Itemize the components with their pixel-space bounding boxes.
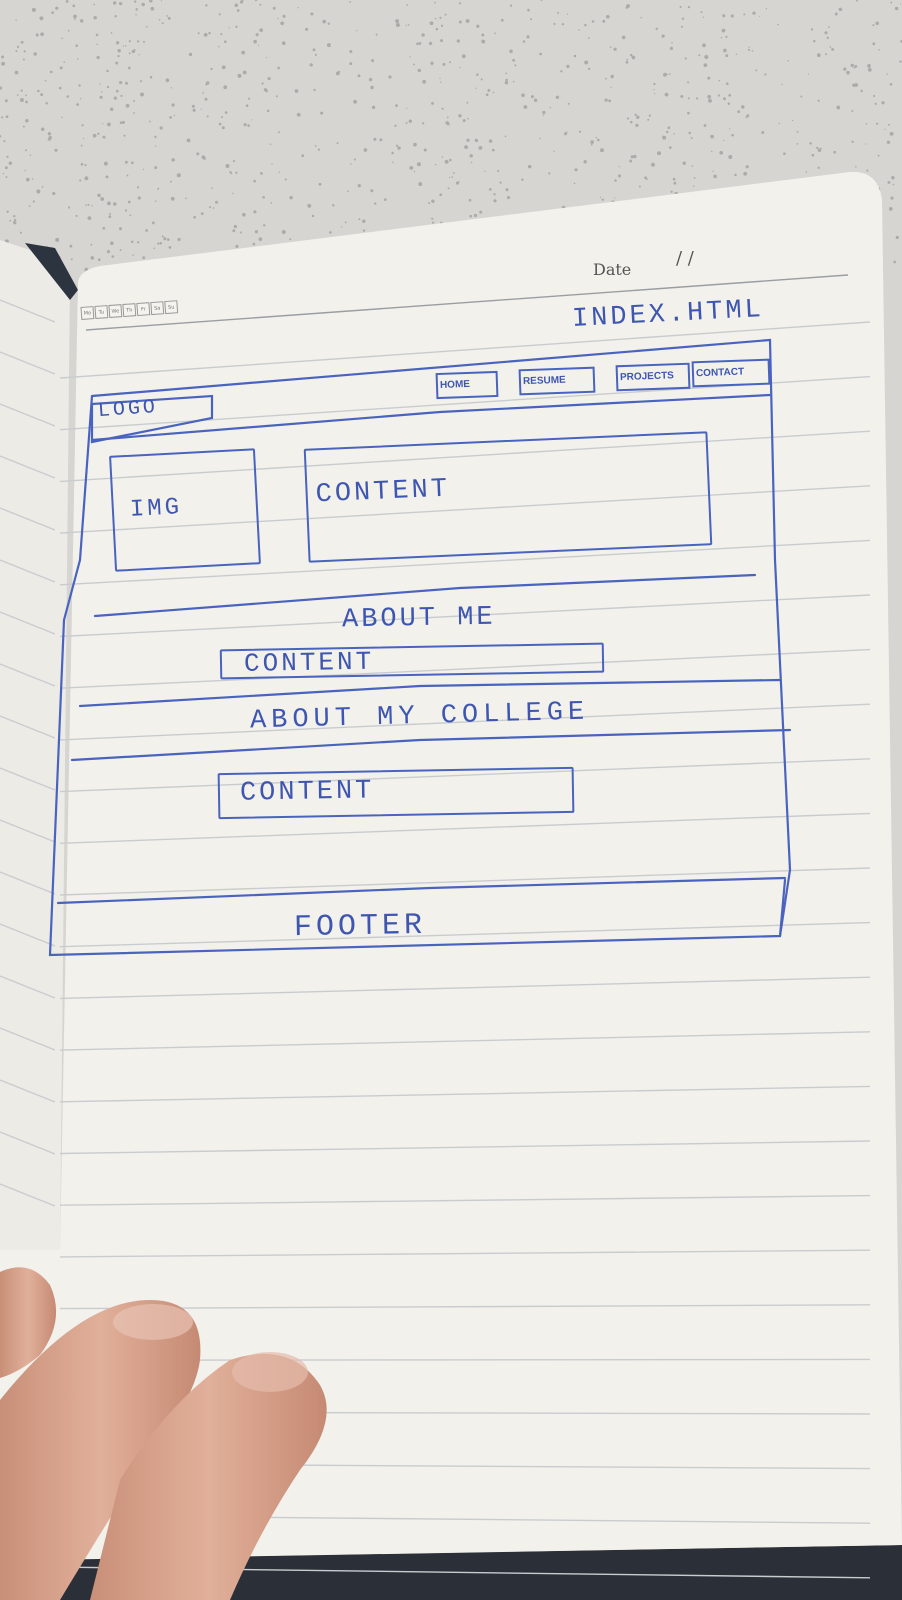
footer-divider	[56, 876, 787, 905]
finger-2	[0, 1300, 201, 1600]
date-label: Date	[593, 260, 632, 279]
about-college-divider	[70, 728, 792, 762]
fingernail-1	[113, 1304, 193, 1340]
about-me-divider	[78, 678, 782, 708]
finger-1	[0, 1267, 57, 1378]
fingernail-2	[232, 1352, 308, 1392]
header-divider	[90, 393, 772, 442]
hero-divider	[93, 573, 757, 618]
logo-box-outline	[90, 394, 214, 444]
left-page	[0, 240, 70, 1260]
date-separators: / /	[676, 248, 694, 269]
right-page	[0, 171, 902, 1560]
finger-3	[90, 1353, 327, 1600]
